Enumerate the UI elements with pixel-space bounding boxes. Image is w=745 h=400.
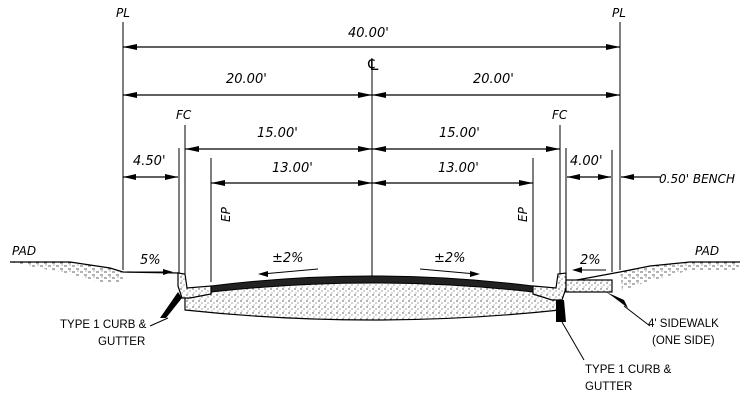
dim-total-width <box>123 44 620 50</box>
dim-ep-left <box>211 180 372 186</box>
fc-right-label: FC <box>552 108 568 122</box>
centerline-symbol: ℄ <box>366 55 380 74</box>
leader-right-curb <box>561 321 585 361</box>
slope-arrow-right-sidewalk <box>572 267 606 273</box>
slope-arrow-left-parkway <box>134 269 173 275</box>
fc-left-label: FC <box>176 108 192 122</box>
dim-fc-left <box>185 146 372 152</box>
dim-bench <box>621 174 660 180</box>
left-curb-gutter <box>160 272 212 318</box>
slope-left-parkway-label: 5% <box>140 253 161 268</box>
note-left-curb-line1: TYPE 1 CURB & <box>60 319 147 331</box>
slope-arrow-right-pavement <box>419 268 480 277</box>
dim-bench-label: 0.50' BENCH <box>659 172 735 186</box>
sidewalk <box>565 279 628 308</box>
dim-half-right-label: 20.00' <box>473 72 514 87</box>
dim-ep-right <box>372 180 533 186</box>
dim-half-right <box>372 92 620 98</box>
slope-left-pavement-label: ±2% <box>272 251 304 266</box>
leader-left-curb <box>149 317 169 327</box>
dim-ep-left-label: 13.00' <box>272 161 313 176</box>
note-sidewalk-line2: (ONE SIDE) <box>652 335 715 347</box>
dim-fc-left-label: 15.00' <box>257 126 298 141</box>
dim-parkway-left-label: 4.50' <box>133 154 166 169</box>
note-sidewalk-line1: 4' SIDEWALK <box>648 318 719 330</box>
pl-right-label: PL <box>612 6 626 20</box>
pl-left-label: PL <box>116 6 130 20</box>
dim-fc-right-label: 15.00' <box>439 126 480 141</box>
leader-sidewalk <box>623 305 651 327</box>
dim-half-left-label: 20.00' <box>226 72 267 87</box>
pad-right-label: PAD <box>695 244 719 258</box>
dim-parkway-right <box>567 174 611 180</box>
dim-parkway-left <box>123 174 178 180</box>
note-right-curb-line2: GUTTER <box>585 381 632 393</box>
slope-right-sidewalk-label: 2% <box>580 253 601 268</box>
dim-total-width-label: 40.00' <box>348 26 389 41</box>
dim-fc-right <box>372 146 560 152</box>
dim-half-left <box>123 92 372 98</box>
slope-right-pavement-label: ±2% <box>434 251 466 266</box>
pad-left-label: PAD <box>12 244 36 258</box>
ep-right-label: EP <box>516 206 530 222</box>
slope-arrow-left-pavement <box>258 268 319 277</box>
ep-left-label: EP <box>219 206 233 222</box>
dim-ep-right-label: 13.00' <box>438 161 479 176</box>
note-right-curb-line1: TYPE 1 CURB & <box>585 364 672 376</box>
note-left-curb-line2: GUTTER <box>98 336 145 348</box>
ground-profile <box>10 261 740 290</box>
dim-parkway-right-label: 4.00' <box>570 154 603 169</box>
